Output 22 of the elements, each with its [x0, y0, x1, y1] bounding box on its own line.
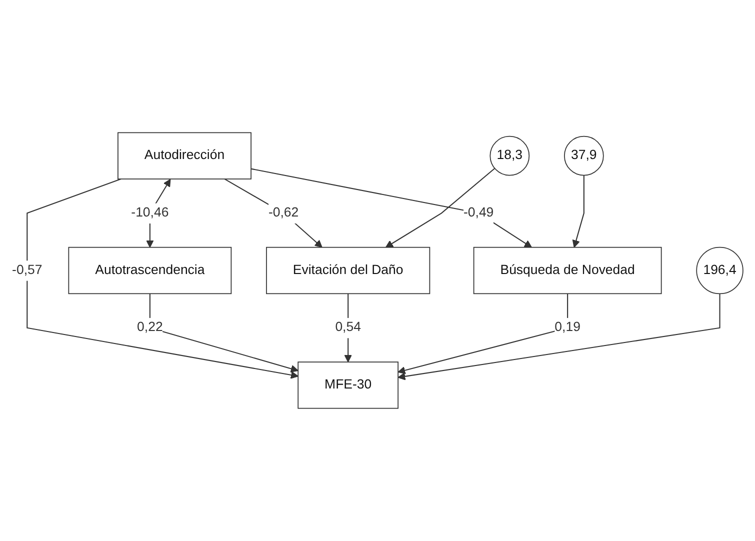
arrow — [398, 294, 720, 380]
edge-label: 0,54 — [335, 320, 361, 335]
edge-label: 0,22 — [137, 320, 163, 335]
node-circle: 18,3 — [490, 136, 530, 176]
edge-label: -0,57 — [12, 262, 42, 278]
node-box: Evitación del Daño — [266, 246, 430, 294]
arrow — [398, 294, 568, 374]
node-circle: 196,4 — [696, 246, 744, 294]
arrow — [224, 178, 322, 248]
edge-label: -10,46 — [131, 204, 169, 220]
node-box: Autodirección — [118, 132, 252, 180]
edge-label: -0,49 — [464, 204, 494, 220]
node-circle: 37,9 — [564, 136, 604, 176]
arrow — [250, 168, 532, 248]
arrow — [385, 168, 496, 248]
edge-label: -0,62 — [268, 204, 299, 220]
node-box: Búsqueda de Novedad — [473, 246, 662, 294]
node-box: MFE-30 — [298, 362, 398, 409]
arrow — [149, 294, 298, 372]
arrow — [572, 175, 584, 248]
node-box: Autotrascendencia — [68, 246, 232, 294]
edge-label: 0,19 — [554, 320, 580, 335]
